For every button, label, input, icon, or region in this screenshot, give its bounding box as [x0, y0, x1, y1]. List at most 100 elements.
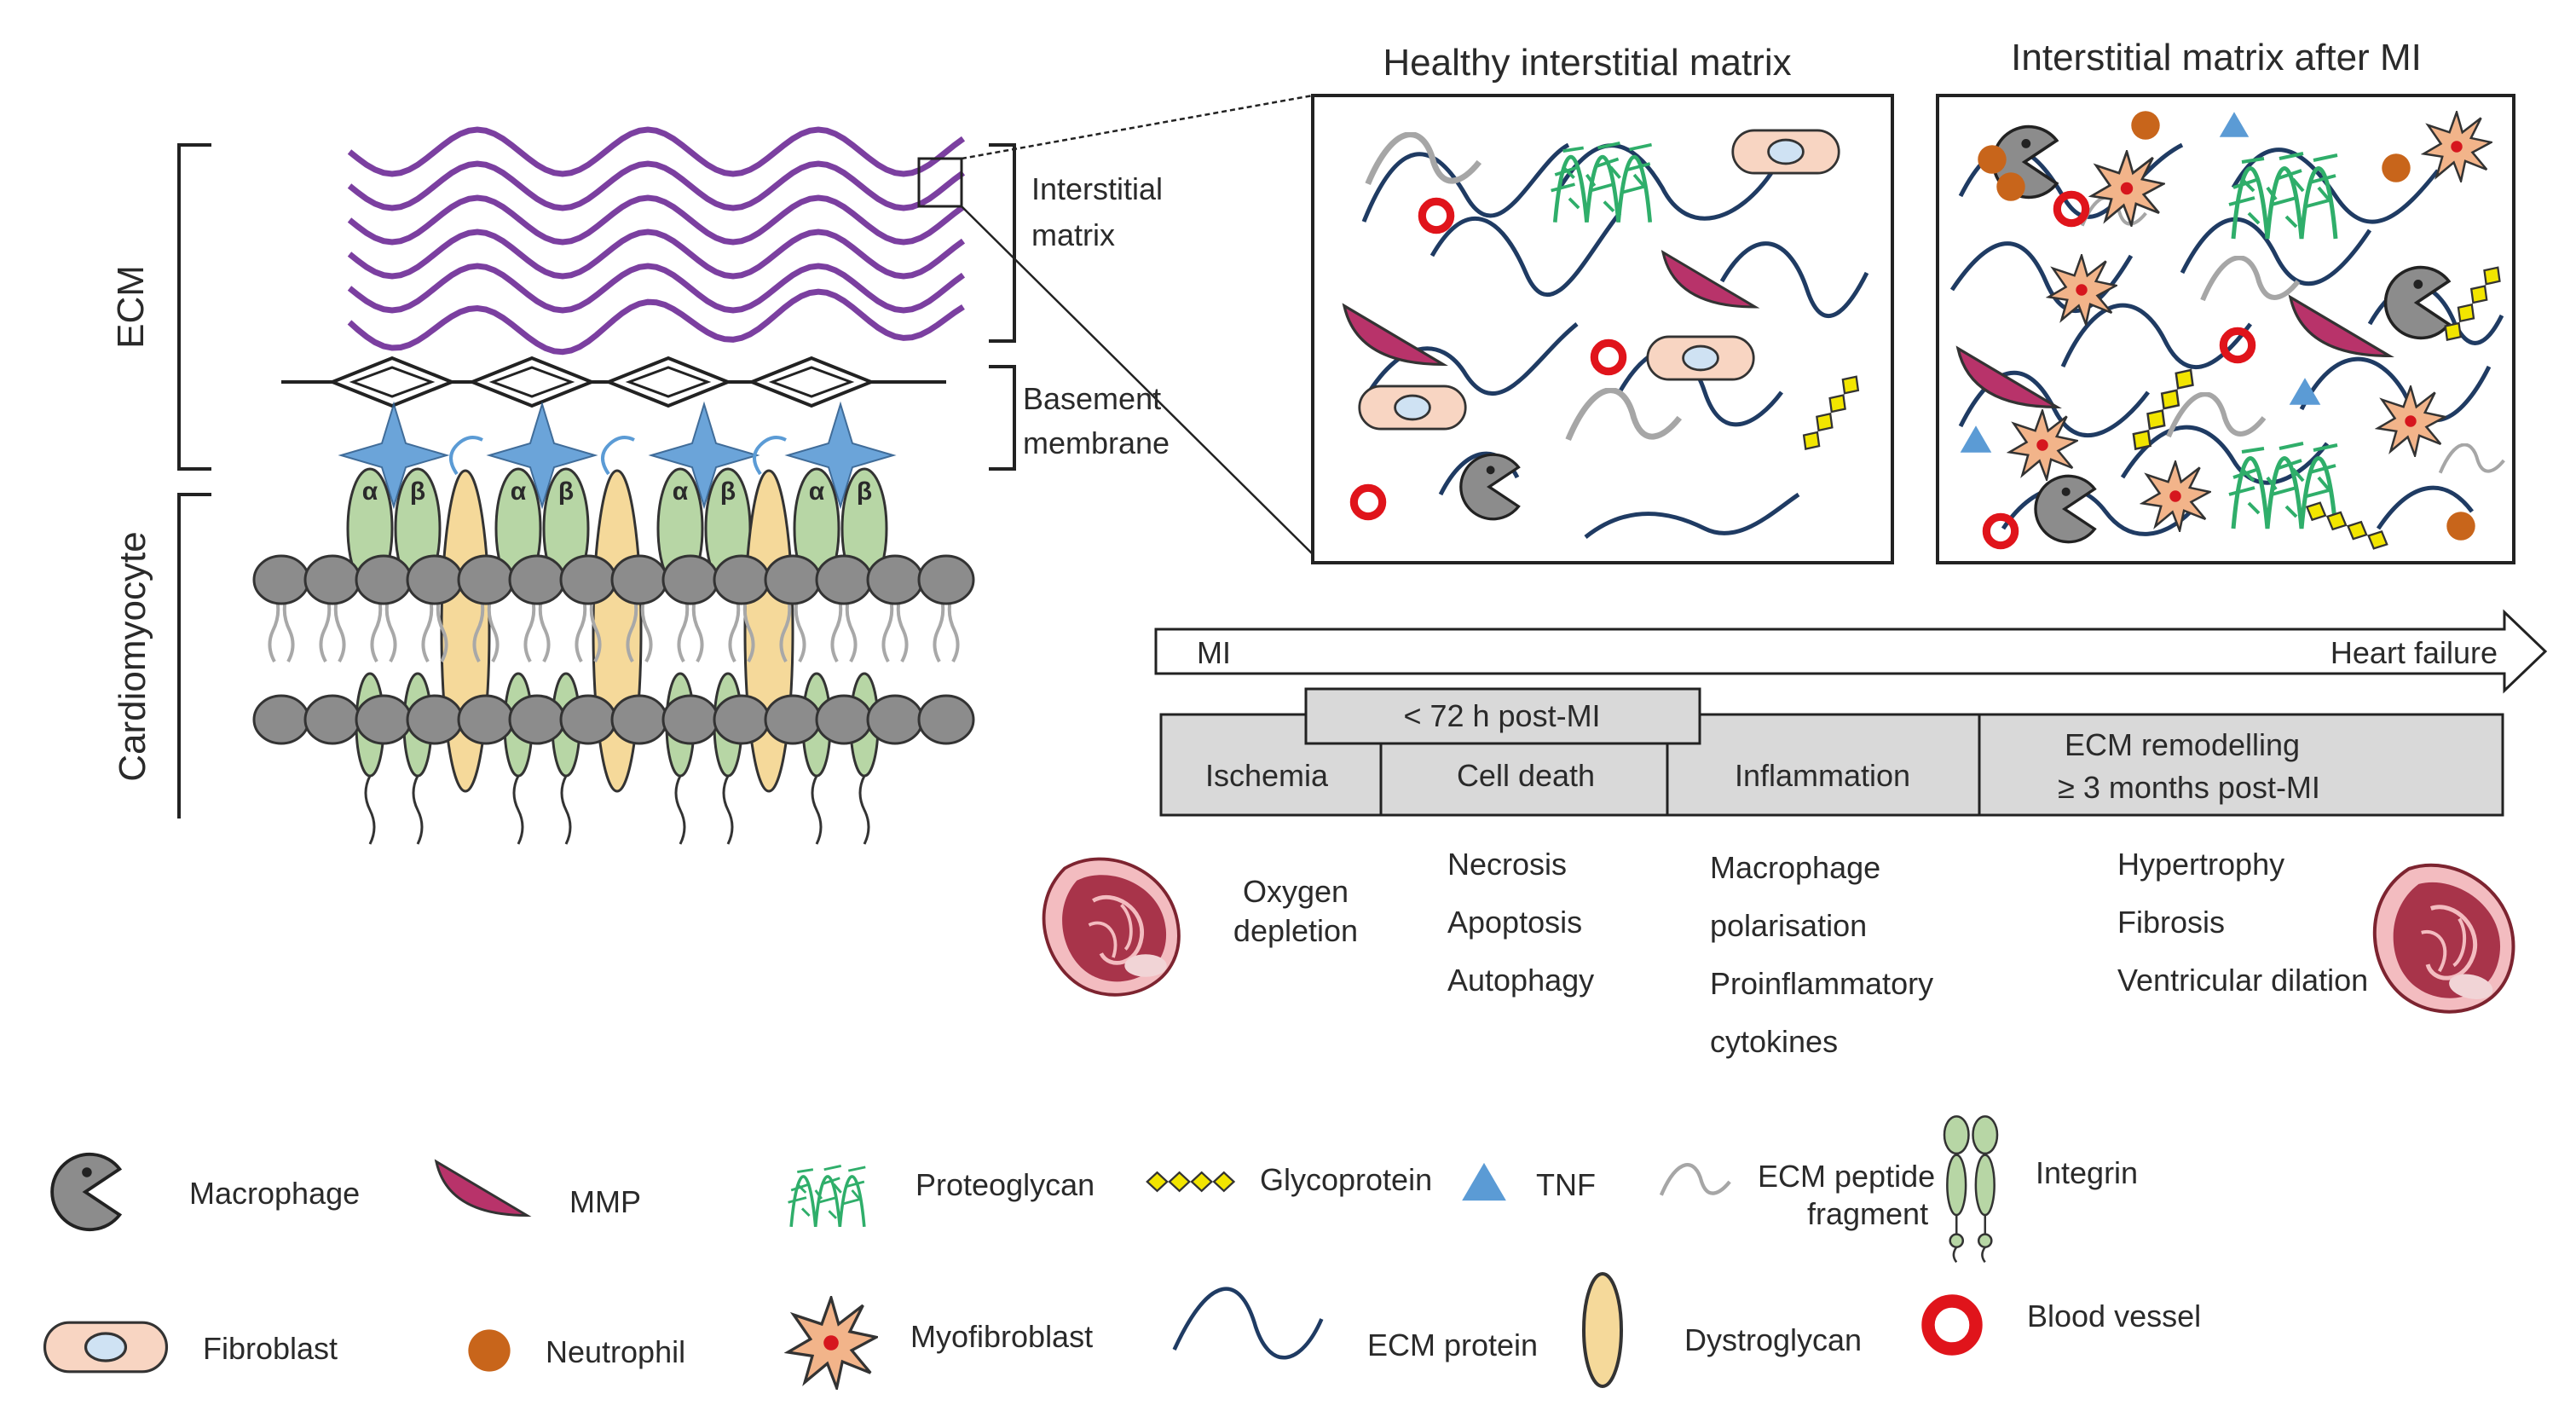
timeline-arrow	[1154, 609, 2548, 694]
collagen-fiber	[347, 194, 966, 246]
legend-blood-vessel-label: Blood vessel	[2027, 1299, 2201, 1333]
lipid-head	[406, 694, 464, 745]
desc-cell-death-3: Autophagy	[1447, 963, 1594, 998]
desc-inflammation-3: Proinflammatory	[1710, 966, 1933, 1001]
timeline-start-label: MI	[1197, 635, 1231, 670]
legend-peptide-icon	[1661, 1165, 1730, 1195]
basement-membrane	[281, 356, 946, 408]
lipid-head	[713, 554, 771, 605]
stage-cell-death-label: Cell death	[1457, 758, 1595, 793]
integrin-tail-line	[512, 775, 524, 845]
healthy-panel	[1311, 94, 1894, 564]
legend-proteoglycan-label: Proteoglycan	[915, 1167, 1095, 1202]
legend-mmp-icon	[435, 1160, 528, 1217]
lipid-head	[713, 694, 771, 745]
beta-label: β	[720, 477, 736, 506]
lipid-tail	[881, 596, 909, 662]
basement-laminin-inner	[625, 366, 712, 398]
lipid-tail	[421, 596, 448, 662]
lipid-head	[508, 554, 566, 605]
integrin-ligand-star	[648, 401, 760, 510]
dystroglycan-link	[449, 436, 483, 476]
basement-brace	[989, 365, 1016, 471]
desc-inflammation-4: cytokines	[1710, 1024, 1838, 1059]
lipid-head	[457, 554, 515, 605]
legend-tnf-label: TNF	[1536, 1167, 1596, 1202]
interstitial-label-2: matrix	[1031, 217, 1115, 252]
lipid-head	[661, 554, 719, 605]
legend-proteoglycan-icon	[788, 1166, 866, 1226]
stage-inflammation	[1666, 713, 1981, 817]
heart-ischemia-image	[1044, 859, 1179, 994]
desc-cell-death-1: Necrosis	[1447, 847, 1567, 882]
lipid-tail	[933, 596, 960, 662]
integrin-tail-line	[560, 775, 572, 845]
legend-tnf-icon	[1462, 1162, 1506, 1201]
desc-remodelling-3: Ventricular dilation	[2117, 963, 2368, 998]
legend-dystroglycan-icon	[1582, 1272, 1623, 1388]
legend-blood-vessel-icon	[1928, 1301, 1976, 1349]
beta-label: β	[558, 477, 574, 506]
collagen-fiber	[347, 160, 966, 211]
after-mi-panel-title: Interstitial matrix after MI	[2011, 37, 2422, 78]
legend-neutrophil-label: Neutrophil	[546, 1334, 685, 1369]
integrin-ligand-star	[486, 401, 598, 510]
lipid-head	[303, 694, 361, 745]
lipid-head	[610, 694, 668, 745]
legend-fibroblast-label: Fibroblast	[203, 1331, 338, 1366]
lipid-head	[559, 554, 617, 605]
legend-macrophage-label: Macrophage	[189, 1176, 360, 1211]
interstitial-label-1: Interstitial	[1031, 171, 1163, 206]
beta-label: β	[410, 477, 425, 506]
cardiomyocyte-brace	[177, 493, 211, 819]
lipid-tail	[472, 596, 500, 662]
legend-glycoprotein-label: Glycoprotein	[1260, 1162, 1432, 1197]
lipid-tail	[268, 596, 295, 662]
integrin-ligand-star	[784, 401, 897, 510]
lipid-head	[764, 554, 822, 605]
heart-failure-image	[2359, 854, 2528, 1024]
basement-laminin-inner	[488, 366, 575, 398]
alpha-label: α	[673, 477, 689, 506]
desc-remodelling-2: Fibrosis	[2117, 905, 2225, 940]
post-mi-72h-bar	[1304, 687, 1701, 745]
alpha-label: α	[511, 477, 527, 506]
basement-laminin-inner	[349, 366, 436, 398]
lipid-tail	[677, 596, 704, 662]
desc-ischemia-1: Oxygen	[1243, 874, 1349, 909]
lipid-head	[508, 694, 566, 745]
legend: Macrophage MMP Proteoglycan Glycoprotein…	[43, 1114, 2201, 1390]
basement-label-2: membrane	[1023, 425, 1170, 460]
lipid-head	[559, 694, 617, 745]
stage-remodelling-label-2: ≥ 3 months post-MI	[2058, 770, 2320, 805]
legend-integrin-label: Integrin	[2036, 1155, 2138, 1190]
lipid-head	[917, 694, 975, 745]
lipid-tail	[575, 596, 602, 662]
dystroglycan-link	[753, 436, 787, 476]
integrin-tail-line	[858, 775, 870, 845]
desc-ischemia-2: depletion	[1233, 913, 1358, 948]
legend-dystroglycan-label: Dystroglycan	[1684, 1322, 1862, 1357]
legend-fibroblast-icon	[43, 1321, 169, 1374]
dystroglycan-link	[601, 436, 635, 476]
zoom-line-bottom	[961, 205, 1314, 555]
timeline-end-label: Heart failure	[2331, 635, 2498, 670]
interstitial-brace	[989, 143, 1016, 343]
legend-peptide-label-1: ECM peptide	[1758, 1159, 1935, 1194]
legend-peptide-label-2: fragment	[1807, 1196, 1928, 1231]
ecm-brace	[177, 143, 211, 471]
ecm-label: ECM	[110, 265, 152, 349]
stage-remodelling-label-1: ECM remodelling	[2065, 727, 2300, 762]
post-mi-72h-label: < 72 h post-MI	[1403, 698, 1600, 733]
legend-glycoprotein-icon	[1146, 1171, 1235, 1192]
lipid-head	[303, 554, 361, 605]
lipid-head	[661, 694, 719, 745]
alpha-label: α	[809, 477, 825, 506]
lipid-bilayer	[252, 554, 975, 745]
collagen-fiber	[347, 288, 965, 356]
lipid-head	[866, 554, 924, 605]
basement-label-1: Basement	[1023, 381, 1161, 416]
integrin-tail-line	[364, 775, 376, 845]
integrin-ligand-star	[338, 401, 450, 510]
basement-laminin-inner	[768, 366, 855, 398]
